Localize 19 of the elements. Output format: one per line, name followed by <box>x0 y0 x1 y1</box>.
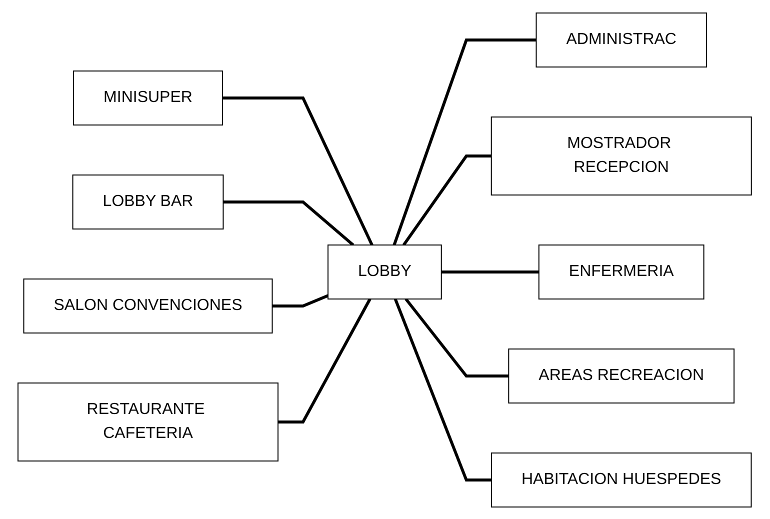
node-box: SALON CONVENCIONES <box>24 278 274 333</box>
connector <box>272 294 329 307</box>
node-box: LOBBY BAR <box>72 174 224 229</box>
node-box: LOBBY <box>328 244 442 299</box>
node-box: ADMINISTRAC <box>536 12 708 67</box>
connector <box>224 200 354 246</box>
node-box: AREAS RECREACION <box>508 348 735 403</box>
connector <box>394 298 492 481</box>
connector <box>222 96 374 246</box>
node-box: MINISUPER <box>73 70 224 125</box>
node-box: HABITACION HUESPEDES <box>491 452 752 507</box>
node-box: RESTAURANTE CAFETERIA <box>18 382 279 461</box>
node-box: MOSTRADOR RECEPCION <box>491 116 752 195</box>
connector <box>442 270 540 273</box>
connector <box>405 298 509 377</box>
connector <box>278 298 372 423</box>
connector <box>393 38 537 245</box>
node-box: ENFERMERIA <box>538 244 705 299</box>
connector <box>402 154 492 246</box>
